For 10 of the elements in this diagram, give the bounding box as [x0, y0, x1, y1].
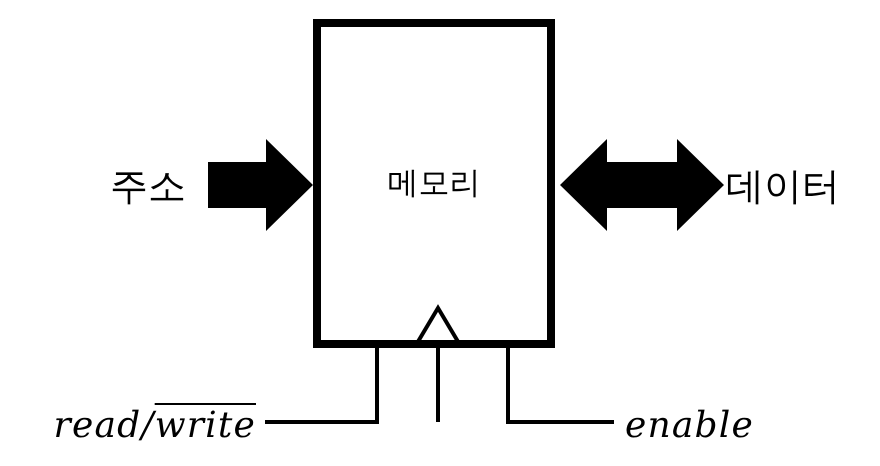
memory-block: 메모리 — [313, 19, 555, 348]
clock-line — [414, 306, 462, 422]
signal-label: read/write — [54, 408, 256, 444]
signal-label: enable — [625, 408, 754, 444]
signal-label: 주소 — [110, 167, 186, 205]
signal-line — [265, 348, 379, 424]
block-arrow — [208, 139, 313, 231]
double-arrow — [560, 139, 724, 231]
signal-label: 데이터 — [726, 167, 840, 205]
signal-line — [506, 348, 614, 424]
